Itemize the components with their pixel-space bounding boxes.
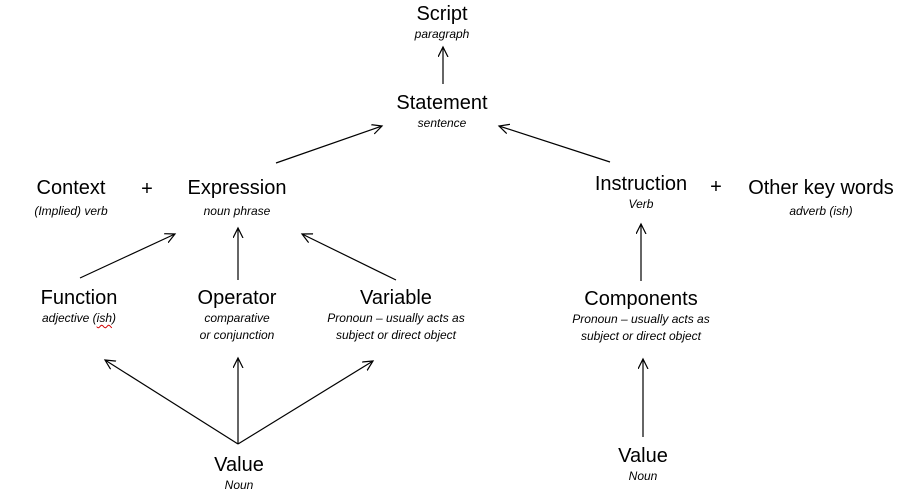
node-other-key-words: Other key words adverb (ish) xyxy=(748,176,894,220)
arrow-variable-to-expression xyxy=(302,234,397,281)
context-title: Context xyxy=(36,177,106,199)
components-subtitle-line1: Pronoun – usually acts as xyxy=(572,312,710,326)
script-subtitle: paragraph xyxy=(414,27,470,41)
function-title: Function xyxy=(40,287,118,309)
statement-subtitle: sentence xyxy=(417,116,467,130)
node-components: Components Pronoun – usually acts as sub… xyxy=(572,287,709,345)
variable-subtitle-line1: Pronoun – usually acts as xyxy=(327,311,465,325)
other-key-words-title: Other key words xyxy=(748,177,894,199)
node-variable: Variable Pronoun – usually acts as subje… xyxy=(327,286,464,344)
spellcheck-word: ish xyxy=(96,311,113,325)
instruction-subtitle: Verb xyxy=(628,197,654,211)
context-subtitle: (Implied) verb xyxy=(34,204,108,218)
value-right-subtitle: Noun xyxy=(628,469,658,483)
node-function: Function adjective (ish) xyxy=(41,286,118,327)
operator-title: Operator xyxy=(197,287,277,309)
function-subtitle-post: ) xyxy=(112,311,117,325)
function-subtitle: adjective (ish) xyxy=(41,310,118,327)
node-statement: Statement sentence xyxy=(396,91,487,132)
components-title: Components xyxy=(584,288,698,310)
node-context: Context (Implied) verb xyxy=(34,176,107,220)
statement-title: Statement xyxy=(396,92,488,114)
expression-title: Expression xyxy=(187,177,287,199)
node-value-left: Value Noun xyxy=(214,453,264,494)
value-right-title: Value xyxy=(618,445,668,467)
arrow-expression-to-statement xyxy=(275,126,382,164)
node-instruction: Instruction Verb xyxy=(595,172,687,213)
plus-sign-left: + xyxy=(141,178,153,200)
arrow-value-to-variable xyxy=(237,361,373,445)
components-subtitle-line2: subject or direct object xyxy=(580,329,702,343)
plus-sign-right: + xyxy=(710,176,722,198)
value-left-title: Value xyxy=(214,454,264,476)
node-operator: Operator comparative or conjunction xyxy=(198,286,277,344)
other-key-words-subtitle: adverb (ish) xyxy=(789,204,853,218)
arrow-value-to-function xyxy=(105,360,239,445)
operator-subtitle-line2: or conjunction xyxy=(199,328,275,342)
node-script: Script paragraph xyxy=(415,2,470,43)
node-value-right: Value Noun xyxy=(618,444,668,485)
arrow-instruction-to-statement xyxy=(499,126,611,163)
expression-subtitle: noun phrase xyxy=(203,204,271,218)
operator-subtitle-line1: comparative xyxy=(204,311,270,325)
instruction-title: Instruction xyxy=(594,173,688,195)
node-expression: Expression noun phrase xyxy=(188,176,287,220)
function-subtitle-pre: adjective ( xyxy=(41,311,97,325)
variable-subtitle-line2: subject or direct object xyxy=(335,328,457,342)
variable-title: Variable xyxy=(360,287,432,309)
value-left-subtitle: Noun xyxy=(224,478,254,492)
arrow-function-to-expression xyxy=(79,234,175,279)
script-title: Script xyxy=(416,3,468,25)
